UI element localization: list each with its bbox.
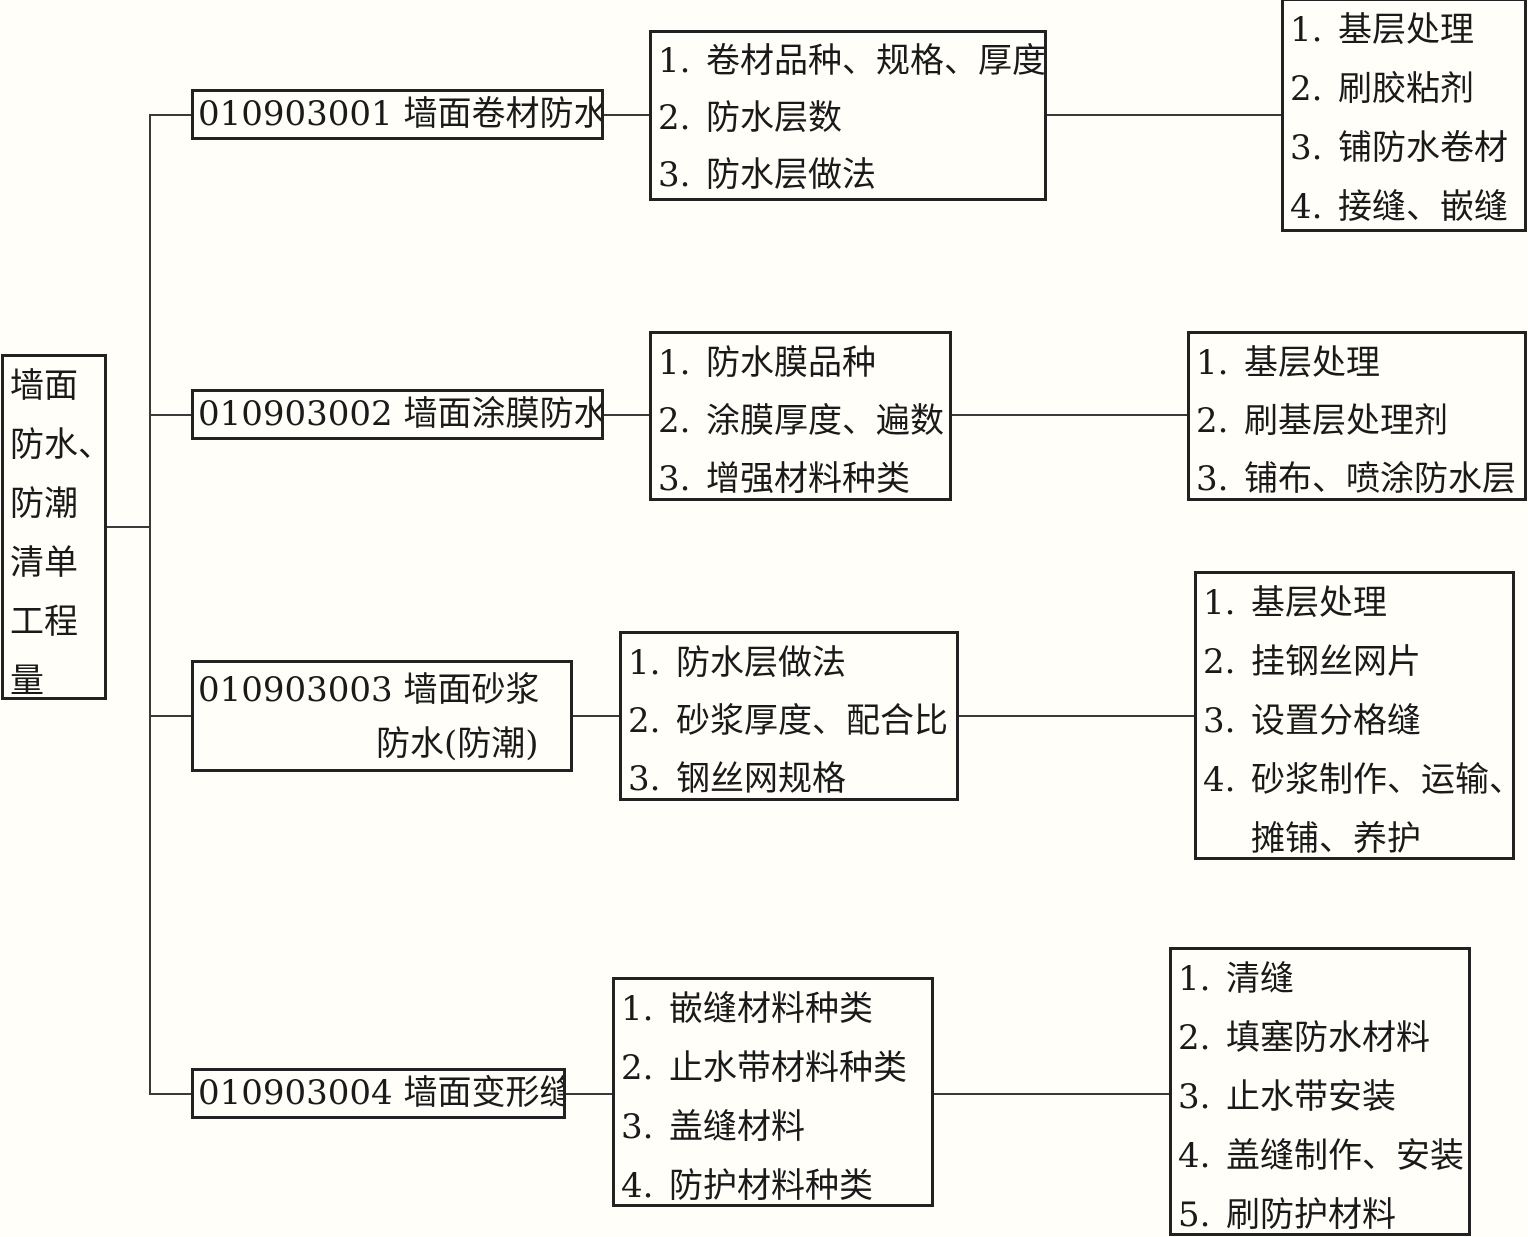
feature-row: 2.止水带材料种类 (621, 1048, 907, 1088)
item-name: 墙面变形缝 (403, 1073, 566, 1113)
item-code: 010903003 (198, 670, 393, 710)
work-row-continued: 摊铺、养护 (1251, 819, 1421, 859)
feature-row: 1.卷材品种、规格、厚度 (658, 41, 1046, 81)
work-row: 4.接缝、嵌缝 (1290, 187, 1508, 227)
root-connector (107, 526, 150, 528)
feature-row: 2.防水层数 (658, 98, 842, 138)
item-code: 010903001 (198, 94, 393, 134)
branch-3-work-connector (958, 715, 1195, 717)
root-node: 墙面 防水、 防潮 清单 工程 量 (1, 354, 107, 700)
feature-row: 1.防水层做法 (628, 643, 846, 683)
branch-1-works-node: 1.基层处理 2.刷胶粘剂 3.铺防水卷材 4.接缝、嵌缝 (1281, 0, 1527, 232)
work-row: 2.刷胶粘剂 (1290, 69, 1474, 109)
branch-3-feature-connector (572, 715, 620, 717)
branch-1-connector (149, 114, 192, 116)
branch-1-item-node: 010903001 墙面卷材防水 (191, 89, 604, 140)
item-name-continued: 防水(防潮) (376, 724, 539, 764)
work-row: 1.清缝 (1178, 959, 1294, 999)
branch-2-connector (149, 414, 192, 416)
work-row: 3.铺布、喷涂防水层 (1196, 459, 1516, 499)
branch-2-item-node: 010903002 墙面涂膜防水 (191, 389, 604, 440)
root-line: 墙面 (10, 366, 78, 406)
root-line: 量 (10, 661, 44, 700)
feature-row: 4.防护材料种类 (621, 1166, 873, 1206)
root-line: 工程 (10, 602, 78, 642)
work-row: 1.基层处理 (1196, 343, 1380, 383)
branch-2-feature-connector (603, 414, 650, 416)
work-row: 5.刷防护材料 (1178, 1195, 1396, 1235)
work-row: 2.挂钢丝网片 (1203, 642, 1421, 682)
item-line: 010903003 墙面砂浆 (198, 663, 570, 717)
work-row: 1.基层处理 (1290, 10, 1474, 50)
branch-2-work-connector (951, 414, 1188, 416)
branch-3-connector (149, 715, 192, 717)
work-row: 2.刷基层处理剂 (1196, 401, 1448, 441)
feature-row: 3.增强材料种类 (658, 459, 910, 499)
branch-4-connector (149, 1093, 192, 1095)
feature-row: 1.嵌缝材料种类 (621, 989, 873, 1029)
work-row: 3.止水带安装 (1178, 1077, 1396, 1117)
work-row: 2.填塞防水材料 (1178, 1018, 1430, 1058)
branch-1-features-node: 1.卷材品种、规格、厚度 2.防水层数 3.防水层做法 (649, 30, 1047, 201)
feature-row: 1.防水膜品种 (658, 343, 876, 383)
feature-row: 2.砂浆厚度、配合比 (628, 701, 948, 741)
trunk-line (149, 114, 151, 1094)
root-line: 防潮 (10, 484, 78, 524)
branch-3-item-node: 010903003 墙面砂浆 防水(防潮) (191, 660, 573, 772)
item-code: 010903004 (198, 1073, 393, 1113)
root-line: 防水、 (10, 425, 107, 465)
feature-row: 3.盖缝材料 (621, 1107, 805, 1147)
branch-4-item-node: 010903004 墙面变形缝 (191, 1068, 566, 1119)
feature-row: 3.钢丝网规格 (628, 759, 846, 799)
work-row: 3.设置分格缝 (1203, 701, 1421, 741)
work-row: 4.砂浆制作、运输、 (1203, 760, 1515, 800)
item-code: 010903002 (198, 394, 393, 434)
branch-4-feature-connector (565, 1093, 613, 1095)
branch-1-feature-connector (603, 114, 650, 116)
branch-2-features-node: 1.防水膜品种 2.涂膜厚度、遍数 3.增强材料种类 (649, 331, 952, 501)
feature-row: 2.涂膜厚度、遍数 (658, 401, 944, 441)
feature-row: 3.防水层做法 (658, 155, 876, 195)
branch-2-works-node: 1.基层处理 2.刷基层处理剂 3.铺布、喷涂防水层 (1187, 331, 1527, 501)
work-row: 3.铺防水卷材 (1290, 128, 1508, 168)
branch-3-works-node: 1.基层处理 2.挂钢丝网片 3.设置分格缝 4.砂浆制作、运输、 摊铺、养护 (1194, 571, 1515, 860)
branch-1-work-connector (1046, 114, 1282, 116)
item-name: 墙面砂浆 (403, 670, 540, 710)
item-name: 墙面涂膜防水 (403, 394, 604, 434)
branch-4-features-node: 1.嵌缝材料种类 2.止水带材料种类 3.盖缝材料 4.防护材料种类 (612, 977, 934, 1207)
branch-3-features-node: 1.防水层做法 2.砂浆厚度、配合比 3.钢丝网规格 (619, 631, 959, 801)
root-line: 清单 (10, 543, 78, 583)
work-row: 4.盖缝制作、安装 (1178, 1136, 1464, 1176)
work-row: 1.基层处理 (1203, 583, 1387, 623)
branch-4-works-node: 1.清缝 2.填塞防水材料 3.止水带安装 4.盖缝制作、安装 5.刷防护材料 (1169, 947, 1471, 1236)
item-name: 墙面卷材防水 (403, 94, 604, 134)
branch-4-work-connector (933, 1093, 1170, 1095)
